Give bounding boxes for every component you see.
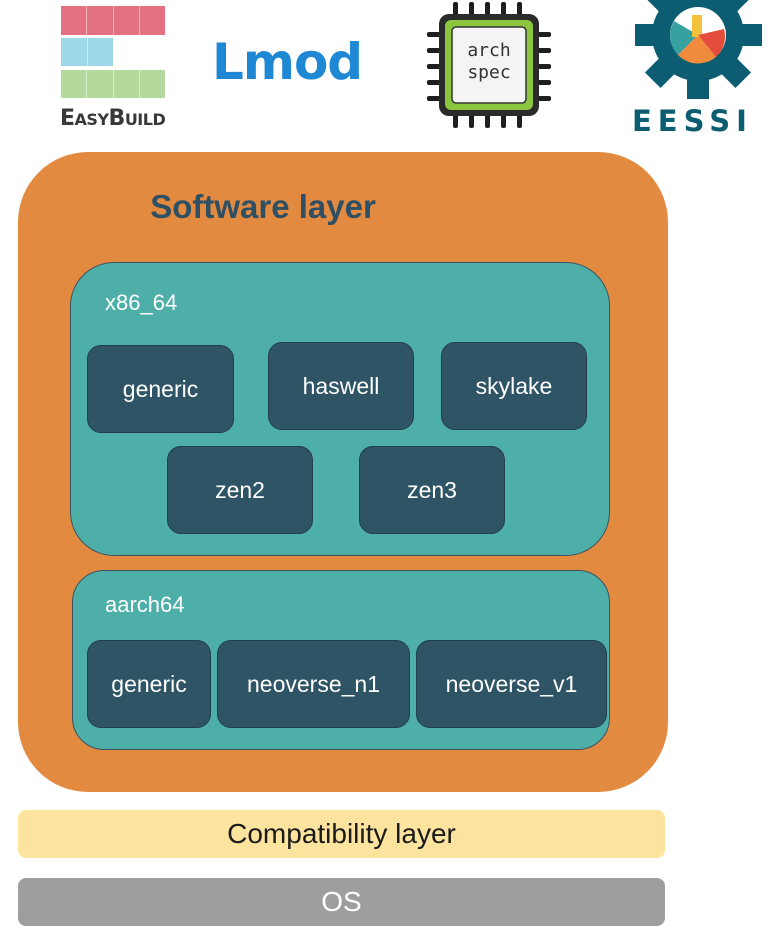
- os-layer: OS: [18, 878, 665, 926]
- target-x86_64-zen2: zen2: [167, 446, 313, 534]
- easybuild-bar-blue: [61, 38, 113, 66]
- archspec-chip-logo: arch spec: [425, 0, 553, 130]
- target-x86_64-skylake: skylake: [441, 342, 587, 430]
- easybuild-bar-green: [61, 70, 165, 98]
- arch-aarch64-label: aarch64: [105, 592, 185, 617]
- target-aarch64-neoverse_n1: neoverse_n1: [217, 640, 410, 728]
- target-aarch64-neoverse_v1: neoverse_v1: [416, 640, 607, 728]
- lmod-logo: Lmod: [212, 33, 363, 91]
- target-x86_64-generic: generic: [87, 345, 234, 433]
- eessi-wordmark: EESSI: [632, 104, 753, 138]
- archspec-line2: spec: [467, 62, 511, 83]
- target-x86_64-haswell: haswell: [268, 342, 414, 430]
- eessi-gear-icon: [634, 0, 775, 100]
- arch-x86_64-label: x86_64: [105, 290, 178, 315]
- archspec-line1: arch: [467, 40, 511, 61]
- target-x86_64-zen3: zen3: [359, 446, 505, 534]
- easybuild-wordmark: EASYBUILD: [60, 106, 166, 131]
- target-aarch64-generic: generic: [87, 640, 211, 728]
- software-layer-title: Software layer: [150, 188, 376, 225]
- easybuild-bar-red: [61, 6, 165, 35]
- compatibility-layer: Compatibility layer: [18, 810, 665, 858]
